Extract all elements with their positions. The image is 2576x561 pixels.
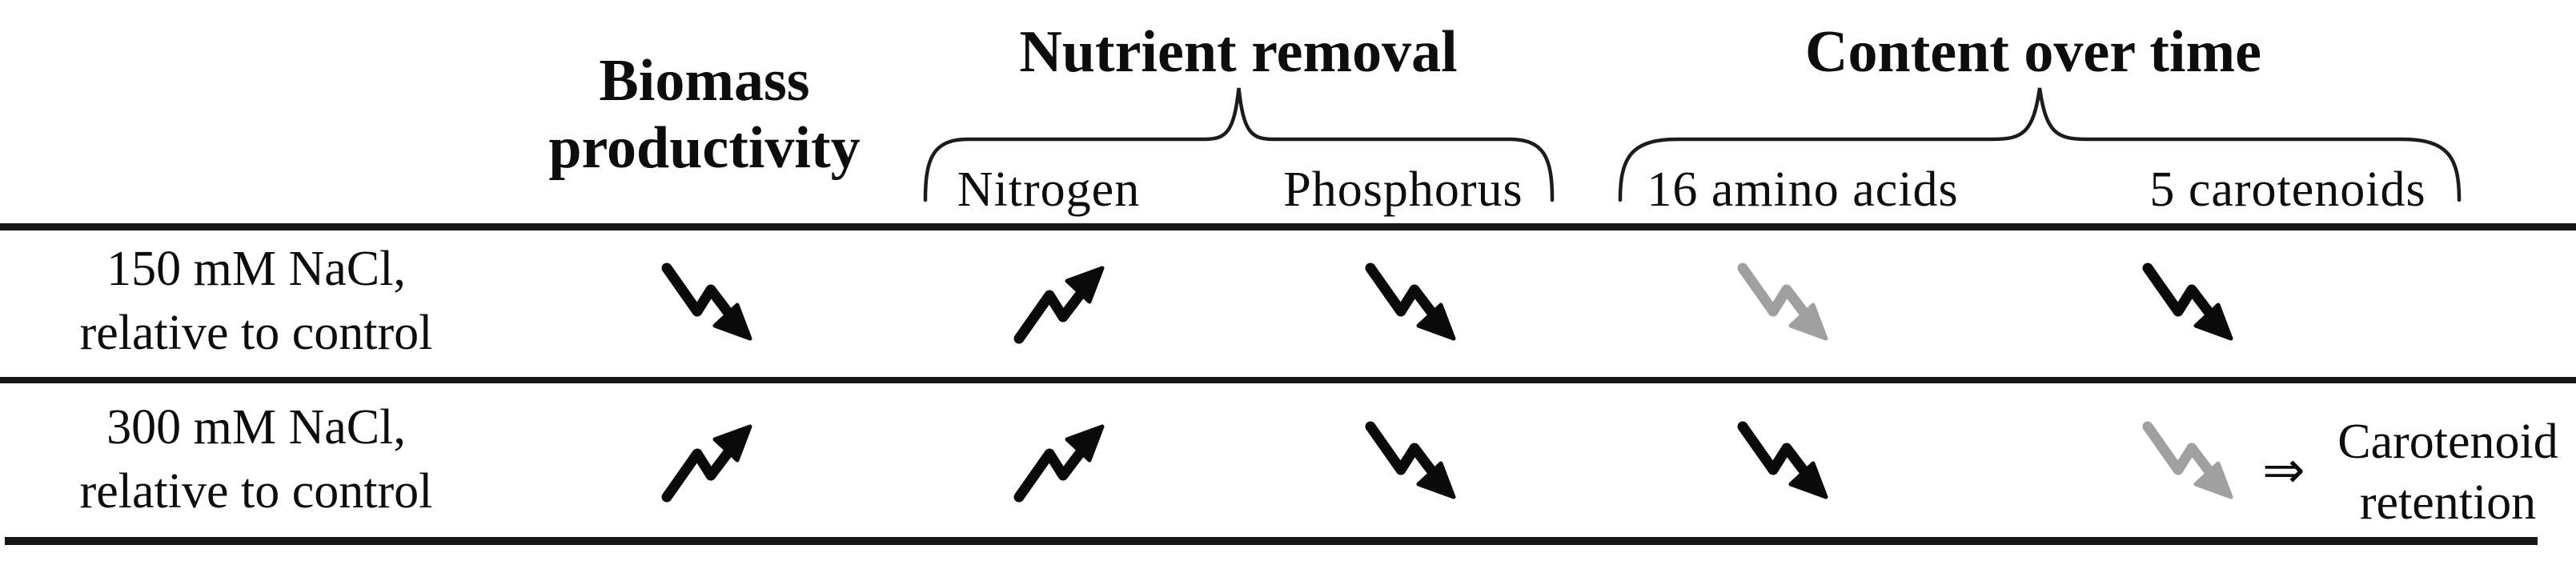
row2-label-line1: 300 mM NaCl, xyxy=(106,400,406,455)
table-rule-top xyxy=(0,223,2576,230)
carotenoid-retention-note: Carotenoid retention xyxy=(2321,411,2574,533)
group-header-content-over-time: Content over time xyxy=(1805,19,2261,85)
trend-arrow-300-biomass-up-icon xyxy=(661,424,752,503)
column-header-phosphorus: Phosphorus xyxy=(1283,162,1523,217)
overbrace-nutrient-removal xyxy=(921,82,1557,202)
double-right-arrow-icon: ⇒ xyxy=(2262,441,2305,500)
trend-arrow-300-phosphorus-down-icon xyxy=(1365,421,1456,499)
column-header-16-amino-acids: 16 amino acids xyxy=(1647,162,1959,217)
row-label-150mm-nacl: 150 mM NaCl, relative to control xyxy=(22,237,490,365)
trend-arrow-300-carotenoids-down-gray-icon xyxy=(2142,421,2233,499)
trend-arrow-150-nitrogen-up-icon xyxy=(1013,266,1105,344)
row2-label-line2: relative to control xyxy=(79,464,433,519)
biomass-header-line1: Biomass xyxy=(599,48,810,114)
row-label-300mm-nacl: 300 mM NaCl, relative to control xyxy=(22,395,490,523)
trend-arrow-150-biomass-down-icon xyxy=(661,262,752,341)
trend-arrow-300-amino-acids-down-icon xyxy=(1737,421,1828,499)
carotenoid-retention-note-line1: Carotenoid xyxy=(2337,415,2558,469)
trend-arrow-150-carotenoids-down-icon xyxy=(2142,262,2233,341)
row1-label-line1: 150 mM NaCl, xyxy=(106,242,406,296)
carotenoid-retention-note-line2: retention xyxy=(2359,475,2537,530)
row1-label-line2: relative to control xyxy=(79,306,433,360)
trend-arrow-150-amino-acids-down-gray-icon xyxy=(1737,262,1828,341)
biomass-header-line2: productivity xyxy=(548,115,861,181)
overbrace-content-over-time xyxy=(1614,82,2466,202)
column-header-nitrogen: Nitrogen xyxy=(957,162,1141,217)
column-header-5-carotenoids: 5 carotenoids xyxy=(2149,162,2426,217)
column-header-biomass-productivity: Biomass productivity xyxy=(512,47,897,182)
trend-arrow-150-phosphorus-down-icon xyxy=(1365,262,1456,341)
table-rule-middle xyxy=(0,377,2576,383)
group-header-nutrient-removal: Nutrient removal xyxy=(1019,19,1458,85)
trend-arrow-300-nitrogen-up-icon xyxy=(1013,424,1105,503)
table-rule-bottom xyxy=(5,537,2538,545)
